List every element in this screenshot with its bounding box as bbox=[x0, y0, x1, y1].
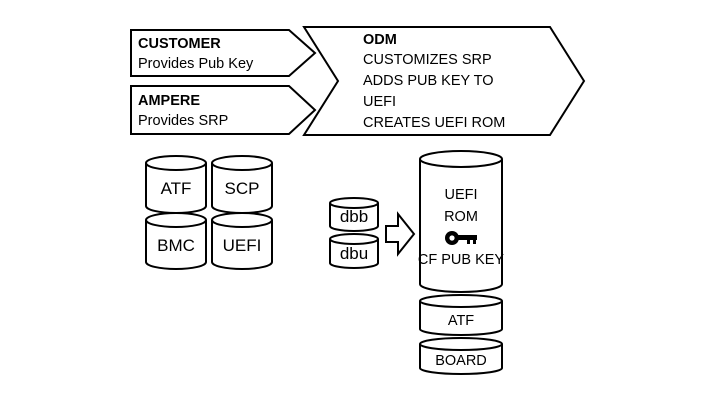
component-label-uefi: UEFI bbox=[223, 236, 262, 255]
stack-cylinder-atf: ATF bbox=[419, 294, 503, 336]
stack-label-atf: ATF bbox=[448, 313, 474, 329]
stack-cylinder-board: BOARD bbox=[419, 337, 503, 375]
rom-line-2: ROM bbox=[444, 209, 478, 225]
dbb-label: dbb bbox=[340, 207, 368, 226]
component-cylinder-bmc: BMC bbox=[145, 212, 207, 270]
ampere-title: AMPERE bbox=[138, 93, 200, 109]
odm-title: ODM bbox=[363, 32, 397, 48]
stack-label-board: BOARD bbox=[435, 353, 487, 369]
customer-line: Provides Pub Key bbox=[138, 56, 254, 72]
component-label-scp: SCP bbox=[225, 179, 260, 198]
component-label-bmc: BMC bbox=[157, 236, 195, 255]
key-icon bbox=[445, 231, 477, 245]
uefi-rom-cylinder: UEFI ROM CF PUB KEY bbox=[418, 150, 505, 293]
odm-line-4: CREATES UEFI ROM bbox=[363, 115, 505, 131]
odm-line-3: UEFI bbox=[363, 94, 396, 110]
odm-chevron: ODM CUSTOMIZES SRP ADDS PUB KEY TO UEFI … bbox=[302, 26, 586, 136]
component-cylinder-scp: SCP bbox=[211, 155, 273, 214]
dbb-cylinder: dbb bbox=[329, 197, 379, 232]
dbu-cylinder: dbu bbox=[329, 233, 379, 269]
component-label-atf: ATF bbox=[161, 179, 192, 198]
component-cylinder-uefi: UEFI bbox=[211, 212, 273, 270]
dbu-label: dbu bbox=[340, 244, 368, 263]
rom-key-label: CF PUB KEY bbox=[418, 252, 505, 268]
odm-line-1: CUSTOMIZES SRP bbox=[363, 52, 492, 68]
odm-line-2: ADDS PUB KEY TO bbox=[363, 73, 494, 89]
ampere-line: Provides SRP bbox=[138, 113, 228, 129]
right-arrow-icon bbox=[385, 211, 416, 257]
customer-chevron: CUSTOMER Provides Pub Key bbox=[130, 29, 317, 77]
rom-line-1: UEFI bbox=[444, 187, 477, 203]
ampere-chevron: AMPERE Provides SRP bbox=[130, 85, 317, 135]
component-cylinder-atf: ATF bbox=[145, 155, 207, 214]
customer-title: CUSTOMER bbox=[138, 36, 221, 52]
